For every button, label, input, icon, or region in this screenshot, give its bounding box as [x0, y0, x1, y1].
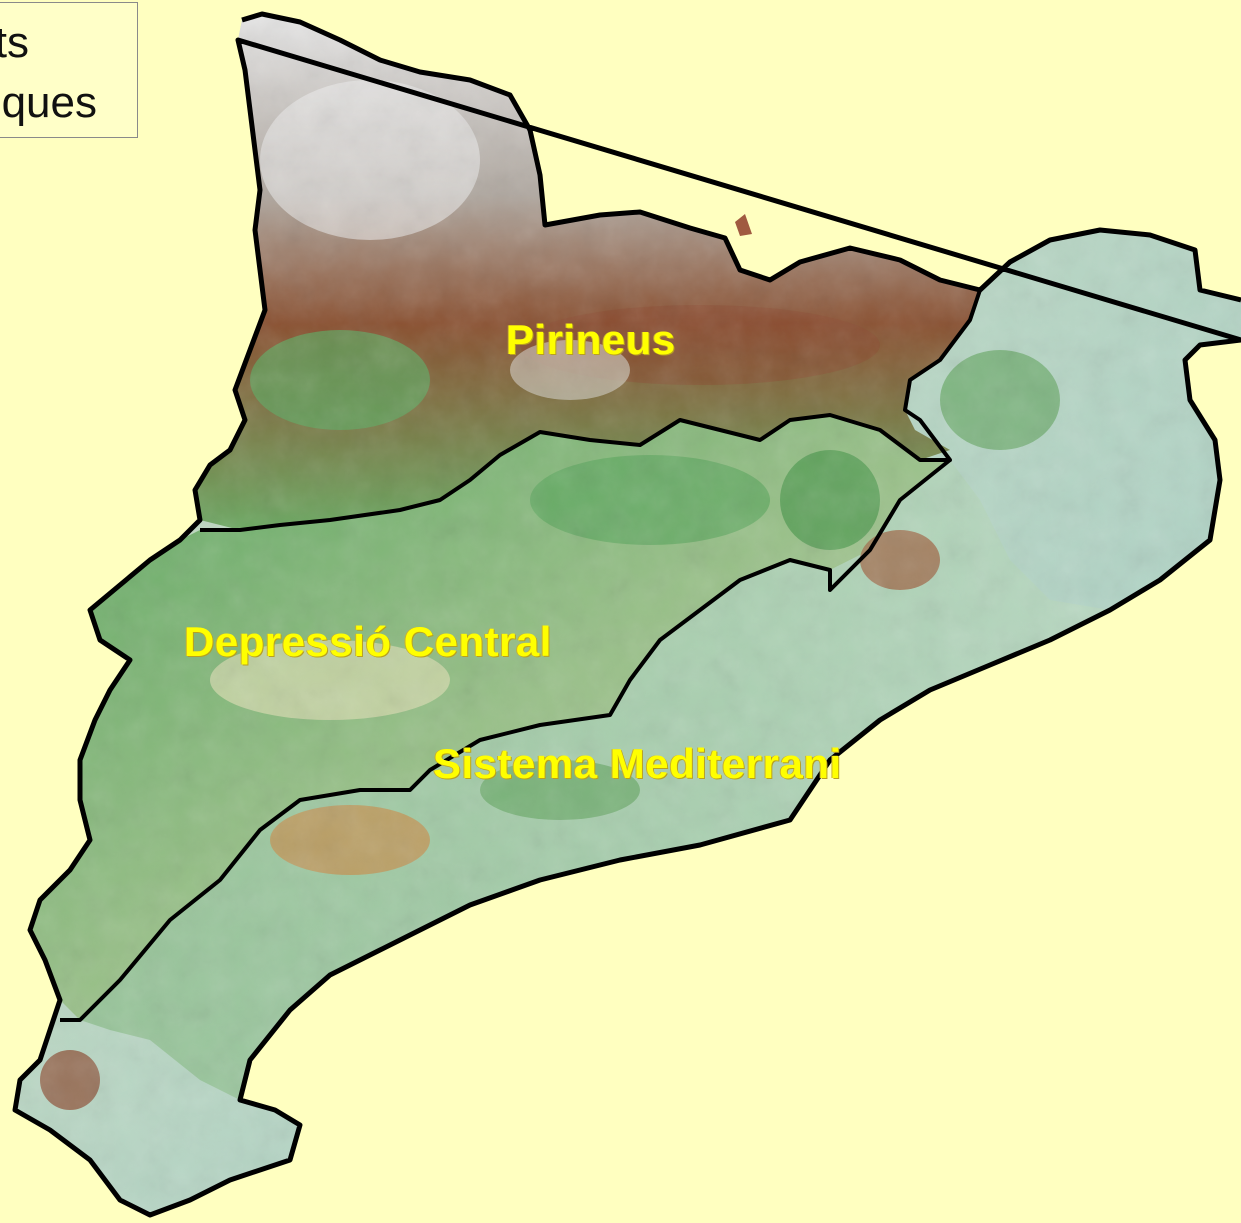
legend-line-2: ques	[1, 78, 97, 127]
legend-line-1: ts	[0, 18, 29, 67]
enclave-shape	[735, 214, 752, 236]
pyrenees-boundary	[200, 289, 982, 532]
label-sistema-mediterrani: Sistema Mediterrani	[433, 740, 842, 787]
mediterranean-boundary	[60, 458, 952, 1022]
territory-border	[12, 11, 1241, 1218]
label-depressio-central: Depressió Central	[184, 618, 552, 665]
label-pirineus: Pirineus	[506, 316, 676, 363]
legend-box: ts ques	[0, 2, 138, 138]
